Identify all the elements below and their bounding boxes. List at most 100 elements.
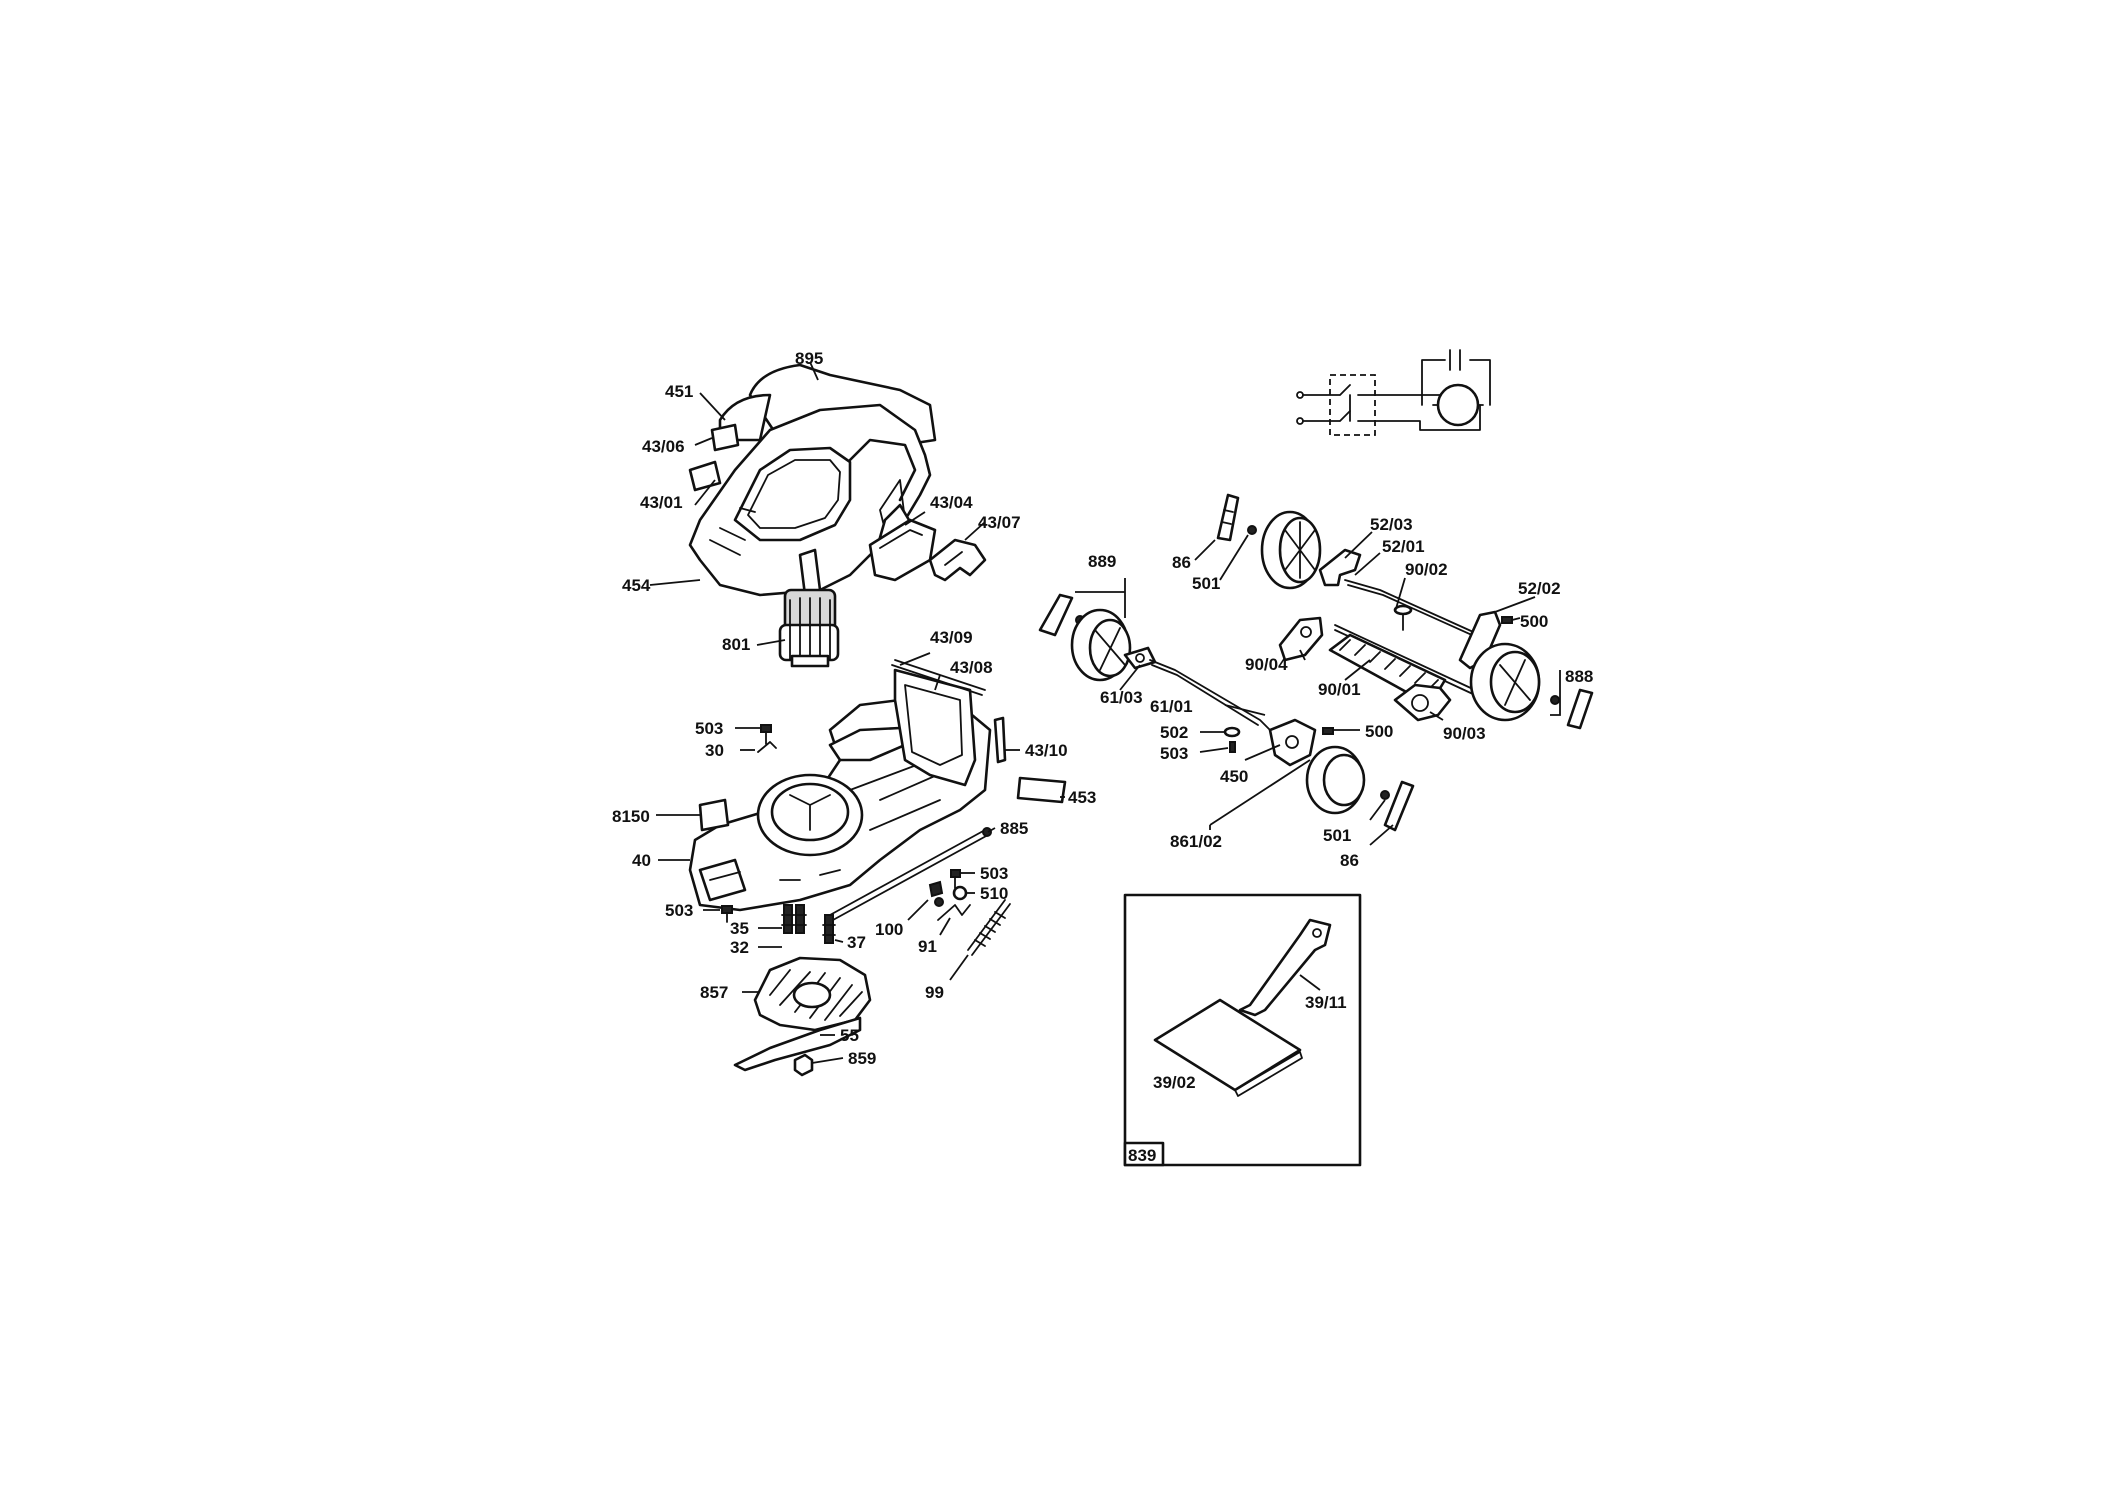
side-flap-parts (688, 393, 772, 492)
cable-rod (829, 827, 992, 921)
screw-503-a (760, 724, 772, 745)
lever-91 (937, 904, 971, 921)
wiring-schematic (1296, 349, 1491, 436)
motor (778, 548, 840, 668)
bracket-90-04 (1278, 616, 1324, 662)
callout-839: 839 (1128, 1146, 1156, 1165)
callout-43-01: 43/01 (640, 493, 683, 512)
spring-clip (993, 716, 1007, 764)
callout-454: 454 (622, 576, 651, 595)
callout-35: 35 (730, 919, 749, 938)
hubcap-86-top (1216, 493, 1240, 542)
nut-859 (793, 1053, 814, 1077)
callout-859: 859 (848, 1049, 876, 1068)
documentation-box (1123, 893, 1362, 1167)
callout-500-a: 500 (1520, 612, 1548, 631)
callout-501-a: 501 (1192, 574, 1220, 593)
callout-500-b: 500 (1365, 722, 1393, 741)
callout-43-09: 43/09 (930, 628, 973, 647)
callout-857: 857 (700, 983, 728, 1002)
callout-90-01: 90/01 (1318, 680, 1361, 699)
wheel-889 (1070, 608, 1132, 682)
callout-55: 55 (840, 1026, 859, 1045)
callout-100: 100 (875, 920, 903, 939)
callout-503-b: 503 (980, 864, 1008, 883)
hubcap-889 (1038, 593, 1074, 637)
label-plate (1016, 776, 1067, 804)
callout-52-03: 52/03 (1370, 515, 1413, 534)
callout-37: 37 (847, 933, 866, 952)
callout-895: 895 (795, 349, 823, 368)
callout-30: 30 (705, 741, 724, 760)
callout-43-08: 43/08 (950, 658, 993, 677)
callout-451: 451 (665, 382, 693, 401)
lever-52-02 (1458, 610, 1502, 670)
callout-90-03: 90/03 (1443, 724, 1486, 743)
nut-501-top (1247, 525, 1257, 535)
screw-500-bottom (1322, 727, 1334, 735)
callout-8150: 8150 (612, 807, 650, 826)
callout-40: 40 (632, 851, 651, 870)
callout-90-04: 90/04 (1245, 655, 1288, 674)
callout-52-02: 52/02 (1518, 579, 1561, 598)
nut-rear-right (1550, 695, 1560, 705)
screw-503-d (1229, 741, 1236, 753)
washer-502 (1223, 726, 1241, 738)
callout-43-07: 43/07 (978, 513, 1021, 532)
callout-39-02: 39/02 (1153, 1073, 1196, 1092)
deck-label (698, 798, 730, 832)
washer-100 (928, 880, 944, 907)
callout-501-b: 501 (1323, 826, 1351, 845)
fan-857 (753, 956, 872, 1032)
screw-top-right (1393, 604, 1413, 631)
callout-510: 510 (980, 884, 1008, 903)
screw-500-top (1501, 616, 1513, 624)
cover-plate (868, 518, 937, 582)
spring-99 (967, 899, 1011, 956)
callout-861-02: 861/02 (1170, 832, 1222, 851)
blade-55 (733, 1016, 862, 1072)
callout-86-b: 86 (1340, 851, 1359, 870)
rod-61-01 (1149, 659, 1276, 736)
callout-43-10: 43/10 (1025, 741, 1068, 760)
bolts-group (781, 904, 836, 944)
bracket-52-03 (1318, 548, 1362, 587)
callout-32: 32 (730, 938, 749, 957)
screw-503-b (950, 869, 961, 889)
bracket-450 (1268, 718, 1317, 767)
callout-888: 888 (1565, 667, 1593, 686)
wheel-rear-right (1469, 642, 1541, 722)
clip-part (928, 538, 987, 582)
callout-86-a: 86 (1172, 553, 1191, 572)
nut-510 (952, 885, 968, 901)
hubcap-86-bottom (1383, 780, 1415, 832)
callout-43-06: 43/06 (642, 437, 685, 456)
callout-503-d: 503 (1160, 744, 1188, 763)
callout-450: 450 (1220, 767, 1248, 786)
callout-91: 91 (918, 937, 937, 956)
callout-labels: 895 451 43/06 43/01 454 43/04 43/07 801 … (612, 349, 1593, 1165)
callout-502: 502 (1160, 723, 1188, 742)
callout-801: 801 (722, 635, 750, 654)
callout-99: 99 (925, 983, 944, 1002)
callout-90-02: 90/02 (1405, 560, 1448, 579)
callout-52-01: 52/01 (1382, 537, 1425, 556)
wheel-top (1260, 510, 1322, 590)
clip-30 (757, 741, 777, 753)
hubcap-rear-right (1566, 688, 1594, 730)
end-cap-90-03 (1393, 683, 1452, 722)
callout-885: 885 (1000, 819, 1028, 838)
callout-503-a: 503 (695, 719, 723, 738)
callout-889: 889 (1088, 552, 1116, 571)
callout-503-c: 503 (665, 901, 693, 920)
wheel-861-02 (1305, 745, 1366, 815)
axle-rod-52-01 (1344, 579, 1486, 646)
screw-503-c (721, 905, 733, 923)
callout-39-11: 39/11 (1305, 993, 1347, 1012)
leader-lines (649, 361, 1561, 1064)
callout-453: 453 (1068, 788, 1096, 807)
callout-61-03: 61/03 (1100, 688, 1143, 707)
callout-61-01: 61/01 (1150, 697, 1193, 716)
nut-501-bottom (1380, 790, 1390, 800)
